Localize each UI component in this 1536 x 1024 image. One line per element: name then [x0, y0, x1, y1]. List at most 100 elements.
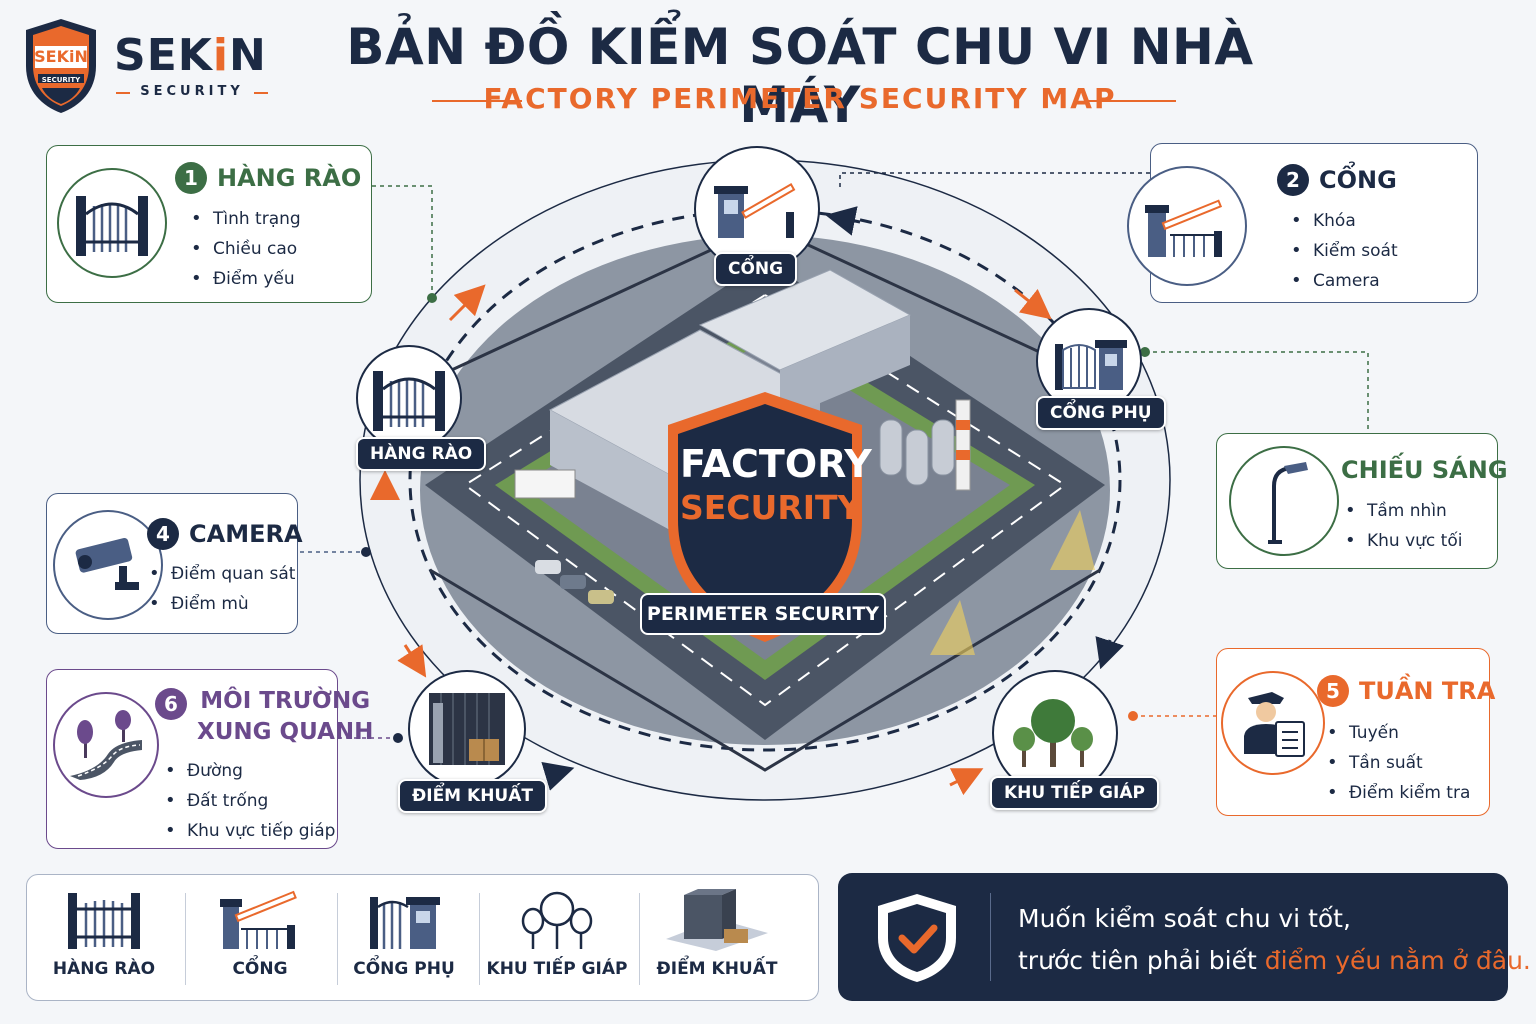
tank [905, 429, 929, 486]
list-item: Điểm mù [149, 589, 295, 619]
legend-divider [337, 893, 338, 985]
quote-shield [872, 890, 962, 990]
card-patrol-number: 5 [1317, 675, 1349, 707]
list-item: Khu vực tối [1345, 526, 1462, 556]
brand-name-end: N [228, 30, 267, 81]
card-gate-title: 2 CỔNG [1277, 164, 1397, 196]
card-fence-title-text: HÀNG RÀO [217, 164, 362, 192]
truck [514, 469, 576, 499]
card-gate-list: Khóa Kiểm soát Camera [1291, 206, 1398, 296]
center-shield-inner [678, 404, 852, 630]
card-fence-number: 1 [175, 162, 207, 194]
tag-fence: HÀNG RÀO [356, 437, 487, 471]
flow-arrow [1095, 636, 1124, 670]
card-patrol-list: Tuyến Tần suất Điểm kiểm tra [1327, 718, 1470, 808]
legend-item-blind-spot: ĐIỂM KHUẤT [642, 885, 792, 995]
tag-blind-spot: ĐIỂM KHUẤT [398, 779, 547, 813]
card-environment-title-line1: MÔI TRƯỜNG [200, 688, 371, 714]
brand-shield-logo [22, 16, 100, 116]
legend-item-gate: CỔNG [185, 885, 335, 995]
flow-arrow [397, 644, 427, 678]
car [560, 575, 586, 589]
legend-label: CỔNG PHỤ [353, 959, 455, 979]
card-environment-icon-circle [53, 692, 159, 798]
card-gate-icon-circle [1127, 166, 1247, 286]
card-environment-title-text: MÔI TRƯỜNG XUNG QUANH [197, 686, 373, 748]
quote-line2: trước tiên phải biết điểm yếu nằm ở đâu. [1018, 940, 1531, 982]
legend-item-adjacent: KHU TIẾP GIÁP [482, 885, 632, 995]
legend: HÀNG RÀO CỔNG CỔNG PHỤ [26, 874, 819, 1001]
card-patrol-title: 5 TUẦN TRA [1317, 675, 1495, 707]
list-item: Tuyến [1327, 718, 1470, 748]
shield-check-icon [878, 894, 956, 982]
blind-spot-node [408, 670, 526, 788]
list-item: Tầm nhìn [1345, 496, 1462, 526]
card-camera-icon-circle [53, 510, 163, 620]
legend-divider [639, 893, 640, 985]
brand-name: SEKiN [114, 30, 267, 81]
center-title: FACTORY SECURITY [680, 442, 872, 530]
page-title: BẢN ĐỒ KIỂM SOÁT CHU VI NHÀ MÁY [346, 18, 1254, 134]
quote-divider [990, 893, 991, 981]
page-subtitle: FACTORY PERIMETER SECURITY MAP [483, 82, 1117, 115]
list-item: Tình trạng [191, 204, 301, 234]
quote-highlight: điểm yếu nằm ở đâu. [1264, 946, 1531, 975]
road-markings [463, 293, 1067, 707]
legend-divider [185, 893, 186, 985]
fence-icon [76, 196, 148, 256]
adjacent-area-node [992, 670, 1118, 796]
office-wall [780, 315, 910, 420]
list-item: Điểm kiểm tra [1327, 778, 1470, 808]
card-camera: 4 CAMERA Điểm quan sát Điểm mù [46, 493, 303, 634]
list-item: Điểm quan sát [149, 559, 295, 589]
tank [879, 419, 903, 476]
car [588, 590, 614, 604]
legend-label: ĐIỂM KHUẤT [656, 959, 778, 979]
list-item: Khóa [1291, 206, 1398, 236]
card-fence-list: Tình trạng Chiều cao Điểm yếu [191, 204, 301, 294]
legend-divider [479, 893, 480, 985]
flow-arrow [448, 284, 486, 322]
card-patrol-title-text: TUẦN TRA [1359, 677, 1496, 705]
list-item: Đường [165, 756, 335, 786]
car [535, 560, 561, 574]
legend-label: KHU TIẾP GIÁP [486, 959, 628, 979]
brand-name-accent: i [212, 30, 229, 81]
security-guard-icon [1244, 692, 1305, 757]
side-gate-icon [370, 897, 440, 949]
trees-icon [521, 891, 593, 949]
fence-icon [373, 371, 445, 431]
center-title-line1: FACTORY [680, 442, 872, 486]
barrier-icon [220, 890, 297, 949]
fence-node [356, 345, 462, 451]
card-environment-title: 6 MÔI TRƯỜNG XUNG QUANH [155, 686, 373, 748]
barrier-icon [1145, 199, 1223, 257]
flow-arrow [949, 768, 984, 796]
legend-label: HÀNG RÀO [52, 959, 156, 979]
quote-line1: Muốn kiểm soát chu vi tốt, [1018, 904, 1351, 933]
card-environment: 6 MÔI TRƯỜNG XUNG QUANH Đường Đất trống … [46, 669, 373, 849]
card-camera-title-text: CAMERA [189, 520, 303, 548]
list-item: Khu vực tiếp giáp [165, 816, 335, 846]
card-lighting-icon-circle [1229, 446, 1339, 556]
card-patrol-icon-circle [1221, 671, 1325, 775]
card-gate-number: 2 [1277, 164, 1309, 196]
chimney-stripe [956, 420, 970, 430]
boom-gate-icon [714, 183, 796, 238]
list-item: Đất trống [165, 786, 335, 816]
legend-item-side-gate: CỔNG PHỤ [329, 885, 479, 995]
shield-icon [26, 19, 96, 113]
card-fence-icon-circle [57, 168, 167, 278]
card-fence: 1 HÀNG RÀO Tình trạng Chiều cao Điểm yếu [46, 145, 372, 303]
title-rule-left [432, 100, 522, 102]
brand-tagline: SECURITY [116, 84, 268, 99]
card-environment-list: Đường Đất trống Khu vực tiếp giáp [165, 756, 335, 846]
lamp-glow [930, 600, 975, 655]
gate-node [694, 146, 820, 272]
list-item: Chiều cao [191, 234, 301, 264]
card-camera-number: 4 [147, 518, 179, 550]
warehouse-wall-left [550, 410, 670, 530]
card-fence-title: 1 HÀNG RÀO [175, 162, 361, 194]
title-rule-right [1086, 100, 1176, 102]
